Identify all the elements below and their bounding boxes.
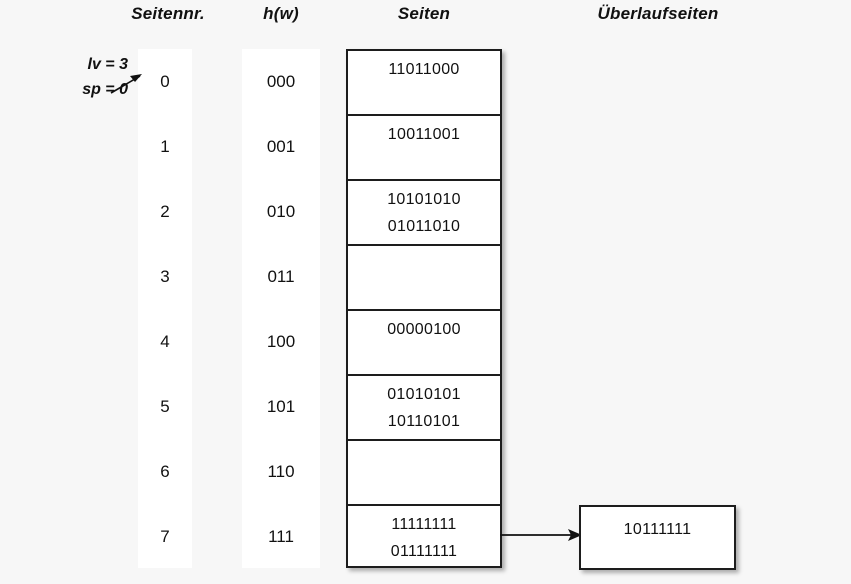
overflow-entry: 10111111 <box>623 521 692 538</box>
slot-number: 6 <box>160 461 170 481</box>
page-entry: 11011000 <box>388 61 460 78</box>
arrow-up-right-icon <box>110 74 142 94</box>
slot-row: 1 001 <box>0 114 851 179</box>
page-cell: 10101010 01011010 <box>348 181 500 246</box>
column-header-seitennr: Seitennr. <box>131 4 205 23</box>
page-entry: 01111111 <box>390 543 458 560</box>
slot-row: 5 101 <box>0 374 851 439</box>
slot-hash-value: 001 <box>266 136 296 156</box>
pages-table: 11011000 10011001 10101010 01011010 00000100… <box>346 49 502 568</box>
page-cell: 11011000 <box>348 51 500 116</box>
page-entry: 10011001 <box>387 126 461 143</box>
slot-number: 5 <box>160 396 170 416</box>
overflow-page-box: 10111111 <box>579 505 736 570</box>
page-cell <box>348 246 500 311</box>
page-cell: 11111111 01111111 <box>348 506 500 570</box>
page-entry: 10101010 <box>387 191 461 208</box>
page-cell: 10011001 <box>348 116 500 181</box>
column-header-ueberlaufseiten: Überlaufseiten <box>597 4 719 23</box>
slot-hash-value: 100 <box>266 331 296 351</box>
column-header-hw: h(w) <box>263 4 299 23</box>
arrow-right-icon <box>500 529 582 541</box>
slot-row: 3 011 <box>0 244 851 309</box>
slot-hash-value: 101 <box>266 396 296 416</box>
column-header-seiten: Seiten <box>397 4 451 23</box>
slot-number: 0 <box>160 71 170 91</box>
pointer-annotation: lv = 3 sp = 0 <box>40 52 128 102</box>
slot-hash-value: 010 <box>266 201 296 221</box>
slot-row: 7 111 <box>0 504 851 569</box>
slot-hash-value: 110 <box>267 461 295 481</box>
page-entry: 00000100 <box>387 321 461 338</box>
page-cell: 00000100 <box>348 311 500 376</box>
page-entry: 01010101 <box>387 386 461 403</box>
slot-hash-value: 000 <box>266 71 296 91</box>
page-entry: 10110101 <box>387 413 461 430</box>
slot-row: 4 100 <box>0 309 851 374</box>
slot-row: 6 110 <box>0 439 851 504</box>
slot-number: 2 <box>160 201 170 221</box>
annotation-sp: sp = 0 <box>82 81 128 98</box>
page-entry: 11111111 <box>391 516 457 533</box>
page-cell: 01010101 10110101 <box>348 376 500 441</box>
slot-number: 4 <box>160 331 170 351</box>
annotation-lv: lv = 3 <box>87 56 128 73</box>
slot-number: 7 <box>160 526 170 546</box>
seitennr-column-strip <box>138 49 192 568</box>
slot-number: 1 <box>160 136 170 156</box>
hw-column-strip <box>242 49 320 568</box>
slot-hash-value: 111 <box>268 526 294 546</box>
slot-hash-value: 011 <box>267 266 295 286</box>
page-cell <box>348 441 500 506</box>
slot-number: 3 <box>160 266 170 286</box>
page-entry: 01011010 <box>387 218 461 235</box>
